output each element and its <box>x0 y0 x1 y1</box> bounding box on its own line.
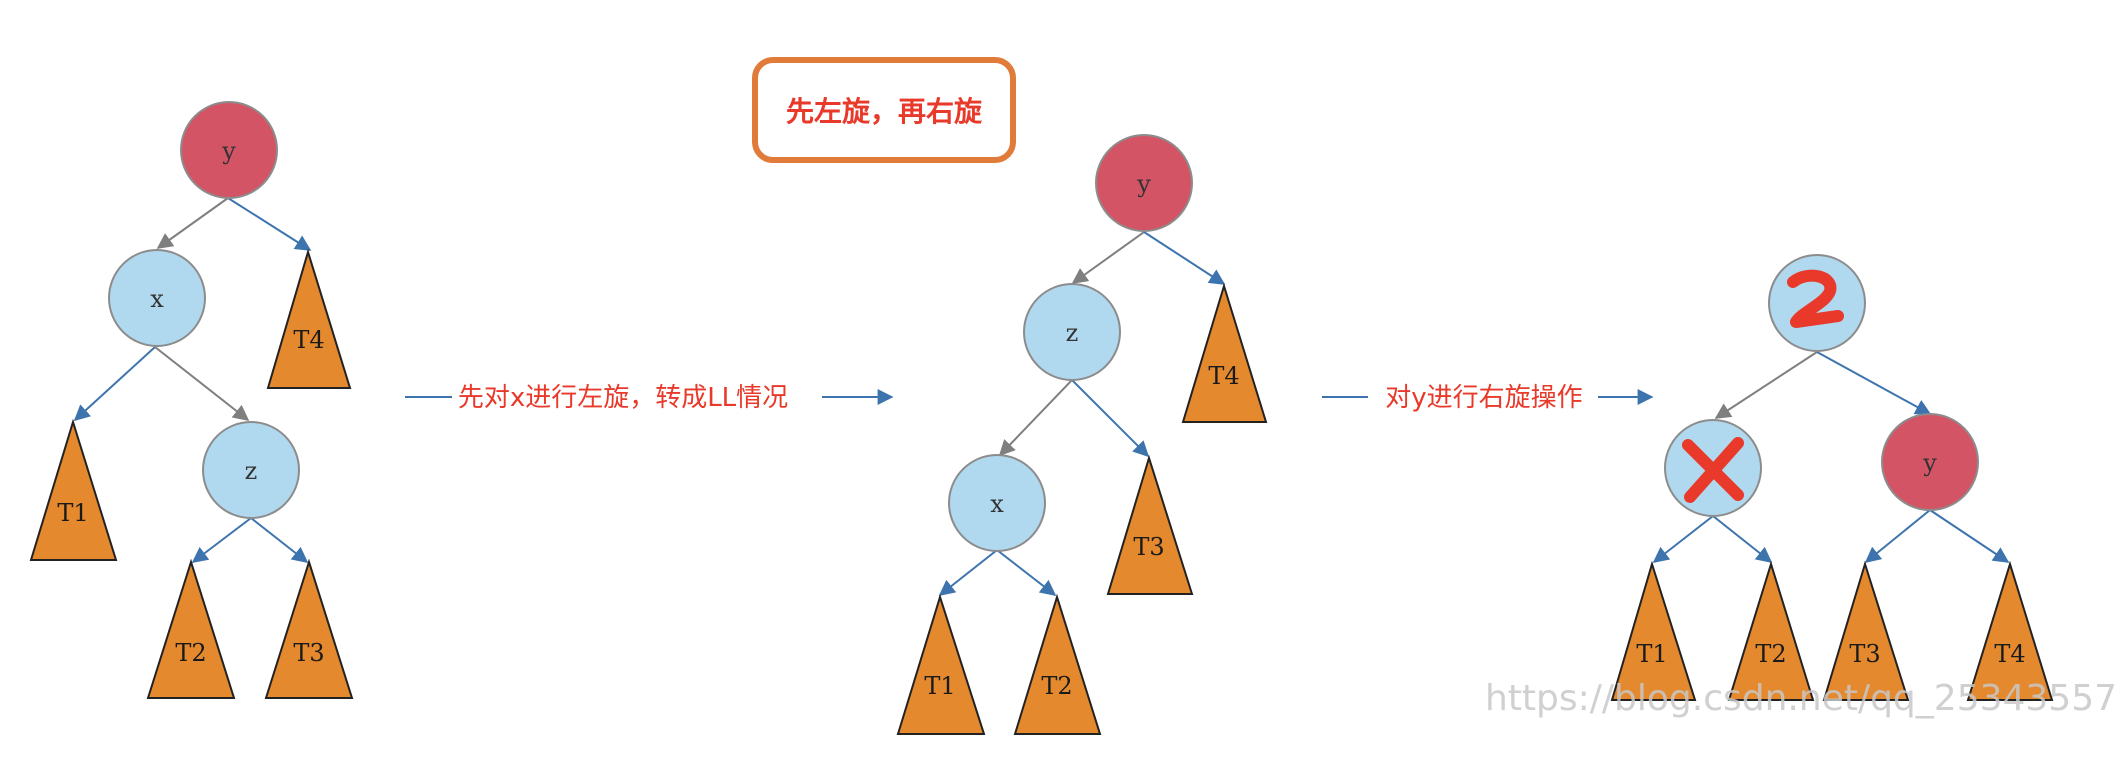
subtree-label: T3 <box>293 639 324 667</box>
node-y: y <box>1881 413 1979 511</box>
node-label: y <box>1136 170 1151 198</box>
subtree-label: T2 <box>1755 640 1786 668</box>
tree-3: T1 T2 T3 T4 y <box>1610 254 2054 701</box>
subtree-T1: T1 <box>29 418 118 561</box>
subtree-T1: T1 <box>1610 560 1697 701</box>
node-z <box>1768 254 1866 352</box>
subtree-label: T3 <box>1849 640 1880 668</box>
tree-1: T4 T1 T2 T3 y x z <box>29 101 354 699</box>
subtree-T3: T3 <box>1822 560 1910 701</box>
node-x <box>1664 419 1762 517</box>
edge-x-T1 <box>938 549 998 596</box>
edge-z-x <box>998 379 1073 457</box>
subtree-T3: T3 <box>1106 454 1194 595</box>
edge-x-T1 <box>73 346 156 422</box>
node-label: y <box>1922 449 1937 477</box>
subtree-label: T4 <box>1208 362 1239 390</box>
edge-y-z <box>1071 231 1145 284</box>
node-label: z <box>245 457 258 485</box>
watermark-text: https://blog.csdn.net/qq_25343557 <box>1485 678 2117 719</box>
subtree-label: T3 <box>1133 533 1164 561</box>
edge-z-T3 <box>250 517 309 563</box>
red-x-mark <box>1682 437 1744 503</box>
edge-z-x <box>1714 351 1818 419</box>
tree-2: T4 T3 T1 T2 y z x <box>896 134 1268 735</box>
subtree-label: T1 <box>1636 640 1667 668</box>
edge-y-x <box>156 197 229 249</box>
transition-label: 对y进行右旋操作 <box>1385 383 1582 413</box>
title-text: 先左旋，再右旋 <box>786 95 982 128</box>
edge-y-T4 <box>227 197 312 251</box>
subtree-T4: T4 <box>1966 560 2054 701</box>
title-box: 先左旋，再右旋 <box>752 57 1016 163</box>
transition-right-rotate: 对y进行右旋操作 <box>1322 383 1654 413</box>
edge-y-T4 <box>1143 231 1226 285</box>
edge-x-T2 <box>996 549 1057 596</box>
red-scribble-mark <box>1787 269 1844 328</box>
subtree-T2: T2 <box>1013 593 1102 735</box>
node-label: x <box>990 490 1004 518</box>
subtree-T2: T2 <box>146 558 236 699</box>
node-x: x <box>948 454 1046 552</box>
node-y: y <box>180 101 278 199</box>
subtree-label: T1 <box>924 672 955 700</box>
transition-left-rotate: 先对x进行左旋，转成LL情况 <box>405 383 894 413</box>
transition-label: 先对x进行左旋，转成LL情况 <box>458 383 788 413</box>
edge-z-T3 <box>1071 379 1150 458</box>
edge-x-T2 <box>1712 515 1773 563</box>
edge-y-T3 <box>1864 509 1931 564</box>
subtree-T3: T3 <box>264 558 354 699</box>
edge-x-z <box>154 346 250 421</box>
node-label: z <box>1066 319 1079 347</box>
subtree-label: T2 <box>175 639 206 667</box>
node-z: z <box>1023 283 1121 381</box>
subtree-T1: T1 <box>896 593 986 735</box>
subtree-T4: T4 <box>266 248 352 389</box>
title-box-border <box>752 57 1016 163</box>
node-y: y <box>1095 134 1193 232</box>
node-z: z <box>202 421 300 519</box>
subtree-label: T4 <box>293 326 324 354</box>
subtree-T2: T2 <box>1727 560 1815 701</box>
subtree-label: T4 <box>1994 640 2025 668</box>
node-x: x <box>108 249 206 347</box>
node-label: y <box>221 137 236 165</box>
node-label: x <box>150 285 164 313</box>
edge-x-T1 <box>1652 515 1714 563</box>
subtree-label: T1 <box>57 499 88 527</box>
edge-z-y <box>1816 351 1932 415</box>
edge-y-T4 <box>1929 509 2010 563</box>
subtree-label: T2 <box>1041 672 1072 700</box>
subtree-T4: T4 <box>1181 282 1268 423</box>
edge-z-T2 <box>191 517 252 563</box>
